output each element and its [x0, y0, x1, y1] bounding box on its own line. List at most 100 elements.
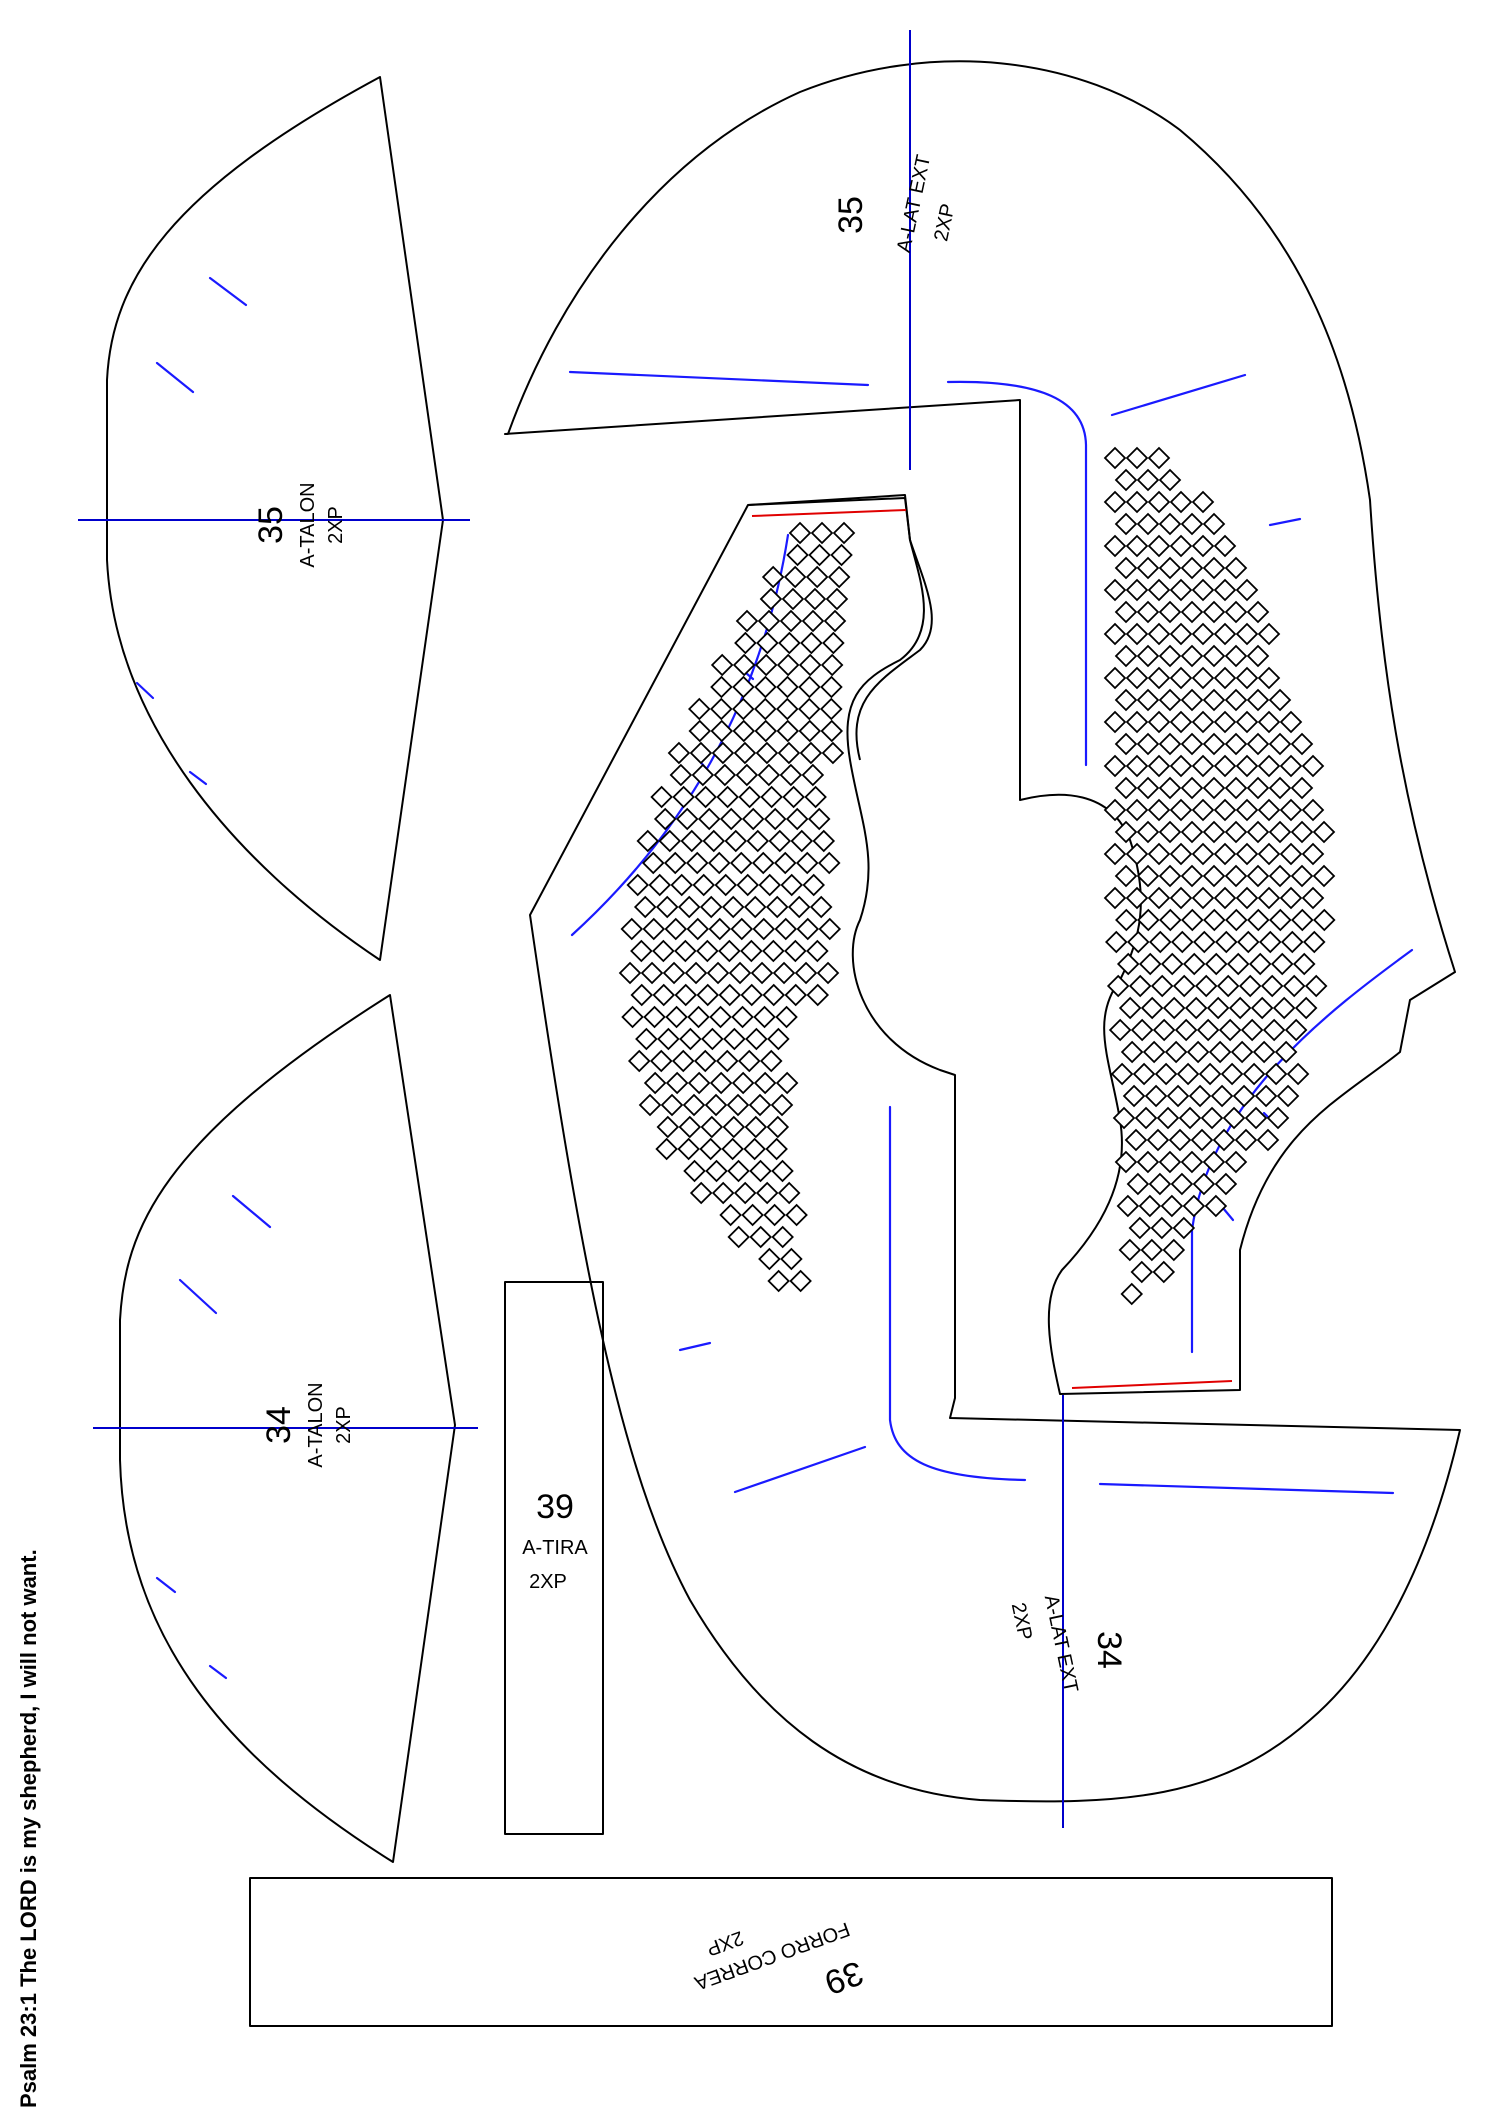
perforation-hole: [650, 785, 673, 809]
slot: [733, 1445, 867, 1494]
perforation-hole: [1118, 996, 1142, 1020]
perforation-hole: [1128, 1216, 1152, 1240]
perforation-hole: [766, 1115, 790, 1139]
perforation-hole: [1171, 930, 1194, 954]
perforation-hole: [724, 829, 748, 853]
perforation-hole: [1312, 864, 1336, 888]
perforation-hole: [774, 917, 798, 941]
talon-34-slots: [155, 1194, 272, 1680]
perforation-hole: [1158, 864, 1182, 888]
perforation-hole: [718, 983, 742, 1007]
perforation-grid-lower: [618, 521, 856, 1293]
perforation-hole: [618, 961, 642, 985]
perforation-hole: [735, 609, 759, 633]
perforation-hole: [1169, 842, 1193, 866]
perforation-hole: [1202, 600, 1226, 624]
talon-35-outline: [106, 76, 444, 961]
perforation-hole: [1116, 1194, 1140, 1218]
perforation-hole: [627, 1049, 651, 1073]
perforation-hole: [1204, 952, 1228, 976]
perforation-hole: [750, 961, 774, 985]
perforation-hole: [1191, 666, 1215, 690]
perforation-hole: [1257, 754, 1281, 778]
perforation-hole: [1147, 446, 1171, 470]
perforation-hole: [726, 1093, 750, 1117]
perforation-hole: [1136, 776, 1160, 800]
perforation-hole: [762, 983, 786, 1007]
perforation-hole: [1202, 864, 1226, 888]
perforation-hole: [801, 609, 825, 633]
perforation-hole: [1147, 886, 1171, 910]
perforation-hole: [788, 521, 812, 545]
perforation-hole: [700, 1115, 724, 1139]
perforation-hole: [1158, 556, 1182, 580]
perforation-hole: [713, 763, 737, 787]
perforation-hole: [1268, 776, 1292, 800]
perforation-hole: [1257, 666, 1281, 690]
perforation-hole: [754, 653, 778, 677]
perforation-hole: [1150, 1216, 1174, 1240]
perforation-hole: [1257, 710, 1281, 734]
perforation-hole: [1149, 930, 1172, 954]
perforation-hole: [1262, 1018, 1286, 1042]
perforation-hole: [670, 873, 693, 897]
perforation-hole: [1272, 996, 1296, 1020]
perforation-hole: [1218, 1018, 1242, 1042]
perforation-hole: [1312, 820, 1336, 844]
perforation-hole: [1169, 622, 1193, 646]
perforation-hole: [640, 961, 664, 985]
lat-ext-35-number: 35: [832, 196, 870, 234]
perforation-hole: [1180, 864, 1204, 888]
perforation-hole: [1191, 842, 1215, 866]
perforation-hole: [1114, 644, 1138, 668]
perforation-hole: [1158, 512, 1182, 536]
perforation-hole: [1213, 886, 1237, 910]
perforation-hole: [1118, 1238, 1142, 1262]
perforation-hole: [621, 1005, 644, 1029]
perforation-hole: [678, 1115, 702, 1139]
perforation-hole: [1125, 534, 1149, 558]
perforation-hole: [656, 1115, 680, 1139]
perforation-hole: [775, 1005, 798, 1029]
perforation-hole: [1210, 1084, 1234, 1108]
perforation-hole: [677, 895, 701, 919]
perforation-hole: [1147, 578, 1171, 602]
perforation-hole: [1292, 952, 1316, 976]
perforation-hole: [1136, 732, 1160, 756]
perforation-hole: [1182, 952, 1206, 976]
perforation-hole: [786, 543, 809, 567]
perforation-hole: [1202, 732, 1226, 756]
perforation-hole: [795, 851, 819, 875]
slot: [231, 1194, 272, 1229]
stitch-guide: [888, 1105, 1027, 1482]
perforation-hole: [719, 1203, 742, 1227]
perforation-hole: [783, 565, 807, 589]
perforation-hole: [655, 895, 679, 919]
perforation-hole: [1194, 974, 1218, 998]
perforation-hole: [1125, 754, 1149, 778]
perforation-hole: [1208, 1040, 1232, 1064]
perforation-hole: [722, 1115, 746, 1139]
lat-ext-lower-outline: [529, 494, 1461, 1803]
slot: [208, 1664, 228, 1680]
perforation-hole: [642, 917, 666, 941]
perforation-hole: [1192, 1172, 1216, 1196]
perforation-hole: [1250, 996, 1274, 1020]
perforation-grid-upper: [1103, 446, 1336, 1306]
perforation-hole: [1169, 666, 1193, 690]
perforation-hole: [1144, 1084, 1168, 1108]
perforation-hole: [1138, 952, 1162, 976]
perforation-hole: [1114, 1150, 1138, 1174]
perforation-hole: [674, 983, 698, 1007]
perforation-hole: [719, 807, 743, 831]
perforation-hole: [1174, 1018, 1198, 1042]
perforation-hole: [1159, 908, 1182, 932]
perforation-hole: [1237, 930, 1260, 954]
perforation-hole: [1206, 996, 1230, 1020]
perforation-hole: [812, 829, 836, 853]
perforation-hole: [1103, 798, 1127, 822]
perforation-hole: [1226, 952, 1250, 976]
lat-ext-outer-outline: [504, 60, 1456, 1395]
perforation-hole: [1213, 842, 1237, 866]
perforation-hole: [755, 741, 779, 765]
